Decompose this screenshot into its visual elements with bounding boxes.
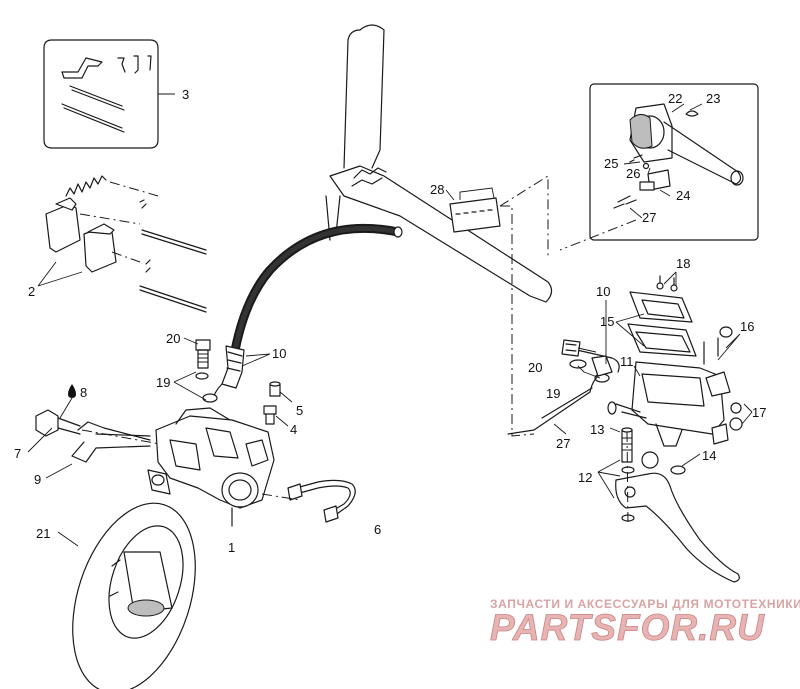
brake-pads-2 [37, 175, 207, 313]
callout-17: 17 [752, 405, 766, 420]
watermark-brand: PARTSFOR.RU [490, 607, 765, 648]
brake-disc-21 [72, 502, 196, 689]
callout-13: 13 [590, 422, 604, 437]
callout-23: 23 [706, 91, 720, 106]
leader-lines [27, 103, 753, 547]
callout-7: 7 [14, 446, 21, 461]
callout-9: 9 [34, 472, 41, 487]
brake-lever-12 [615, 427, 740, 583]
callout-26: 26 [626, 166, 640, 181]
callout-6: 6 [374, 522, 381, 537]
brake-hose-10 [211, 223, 403, 403]
callout-19-right: 19 [546, 386, 560, 401]
callout-28: 28 [430, 182, 444, 197]
callout-15: 15 [600, 314, 614, 329]
callout-21: 21 [36, 526, 50, 541]
callout-16: 16 [740, 319, 754, 334]
callout-14: 14 [702, 448, 716, 463]
callout-20-left: 20 [166, 331, 180, 346]
callout-5: 5 [296, 403, 303, 418]
callout-11: 11 [620, 354, 634, 369]
callout-22: 22 [668, 91, 682, 106]
oil-drop-icon [59, 384, 76, 419]
callout-3: 3 [182, 87, 189, 102]
bleeder-4-cap-5 [263, 381, 293, 427]
callout-27-bottom: 27 [556, 436, 570, 451]
callout-18: 18 [676, 256, 690, 271]
callout-1: 1 [228, 540, 235, 555]
callout-27-top: 27 [642, 210, 656, 225]
brake-pipe-6 [261, 479, 356, 523]
banjo-bolt-20-left [195, 339, 218, 403]
callout-10-right: 10 [596, 284, 610, 299]
callout-2: 2 [28, 284, 35, 299]
connector-28 [449, 175, 549, 437]
kit-box-3 [43, 39, 175, 149]
switch-box [559, 83, 759, 251]
callout-8: 8 [80, 385, 87, 400]
callout-20-right: 20 [528, 360, 542, 375]
callout-24: 24 [676, 188, 690, 203]
master-cylinder [507, 275, 743, 475]
handlebar [325, 24, 553, 303]
callout-10-left: 10 [272, 346, 286, 361]
watermark-tagline: ЗАПЧАСТИ И АКСЕССУАРЫ ДЛЯ МОТОТЕХНИКИ [490, 597, 800, 611]
bolt-7-clip-9 [35, 409, 161, 463]
callout-19-left: 19 [156, 375, 170, 390]
callout-25: 25 [604, 156, 618, 171]
callout-12: 12 [578, 470, 592, 485]
caliper-1 [147, 407, 275, 527]
callout-4: 4 [290, 422, 297, 437]
